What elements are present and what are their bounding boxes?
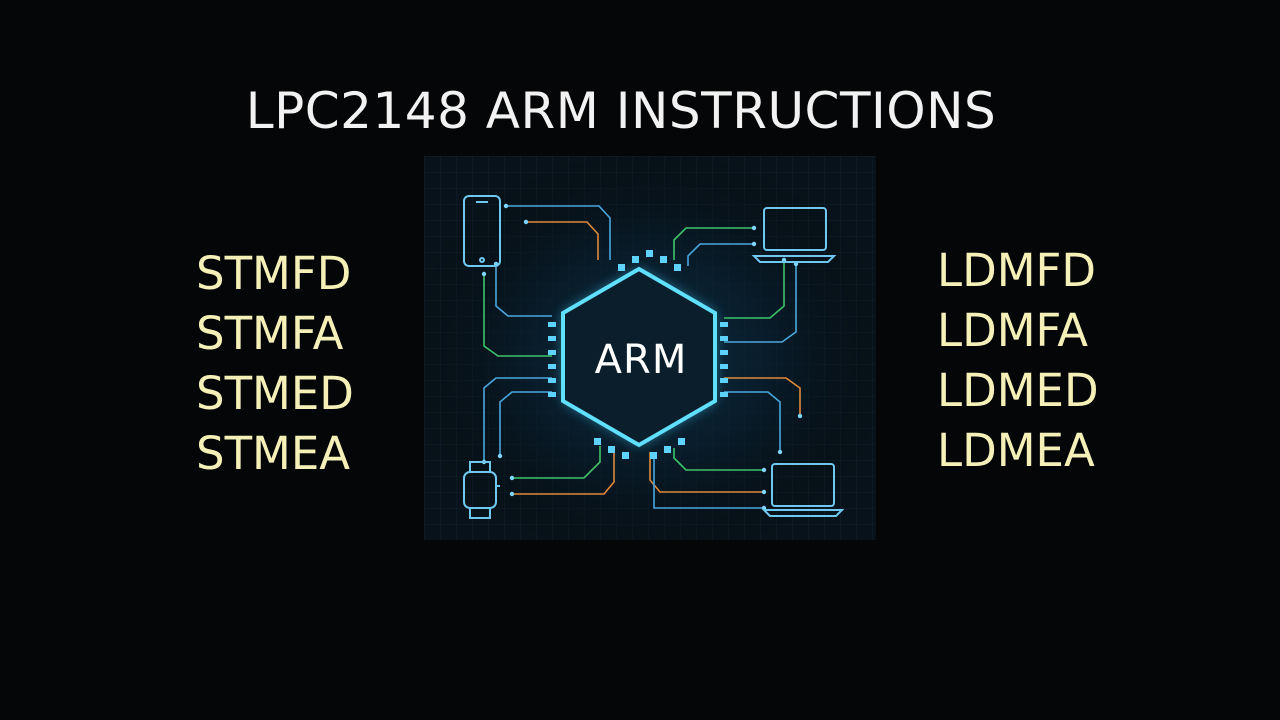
- store-instruction-list: STMFD STMFA STMED STMEA: [196, 244, 354, 484]
- load-instruction: LDMEA: [937, 424, 1095, 477]
- store-instruction: STMED: [196, 367, 354, 420]
- smartwatch-icon: [463, 461, 500, 519]
- store-instruction: STMEA: [196, 427, 351, 480]
- load-instruction: LDMED: [937, 364, 1099, 417]
- store-instruction: STMFA: [196, 307, 344, 360]
- load-instruction-list: LDMFD LDMFA LDMED LDMEA: [937, 241, 1099, 481]
- laptop-icon: [751, 207, 837, 263]
- chip-pins: [548, 250, 728, 459]
- circuit-diagram: [424, 156, 876, 540]
- page-title: LPC2148 ARM INSTRUCTIONS: [245, 82, 997, 140]
- chip-label: ARM: [594, 337, 688, 383]
- chip-body: [561, 266, 717, 448]
- smartphone-icon: [463, 195, 501, 267]
- store-instruction: STMFD: [196, 247, 352, 300]
- laptop-icon: [761, 463, 845, 517]
- arm-chip-illustration: [424, 156, 876, 540]
- load-instruction: LDMFD: [937, 244, 1097, 297]
- circuit-traces: [483, 205, 801, 509]
- load-instruction: LDMFA: [937, 304, 1089, 357]
